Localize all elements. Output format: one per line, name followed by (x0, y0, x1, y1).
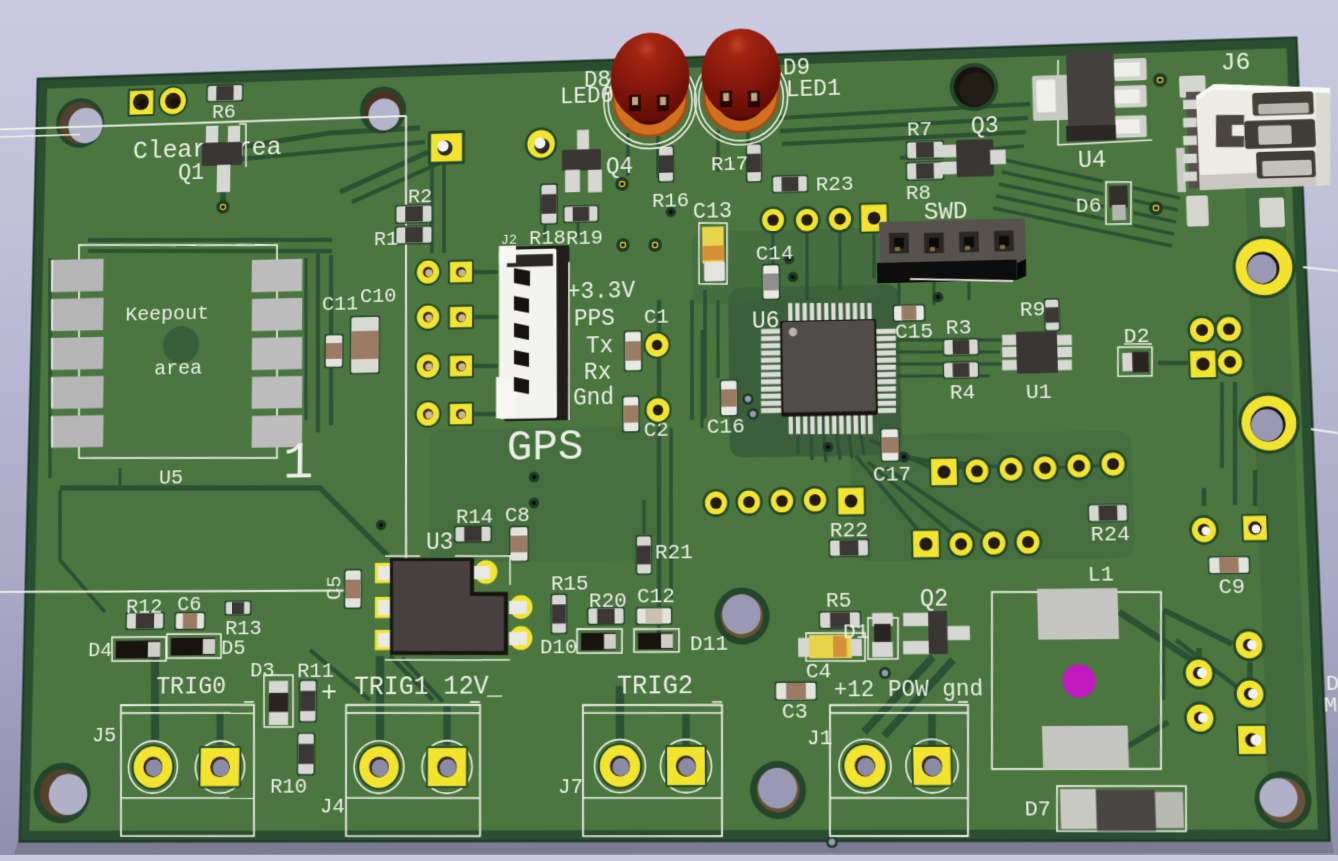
svg-text:R1: R1 (374, 227, 398, 251)
svg-text:C17: C17 (873, 463, 912, 488)
svg-text:C8: C8 (505, 503, 530, 527)
svg-text:Q4: Q4 (606, 154, 633, 180)
svg-text:C12: C12 (637, 585, 675, 610)
svg-text:TRIG2: TRIG2 (617, 672, 693, 703)
svg-text:L1: L1 (1087, 563, 1114, 588)
svg-text:1: 1 (283, 434, 314, 495)
svg-text:R11: R11 (297, 659, 334, 684)
svg-text:C6: C6 (177, 592, 202, 616)
svg-text:+12 POW gnd: +12 POW gnd (834, 677, 984, 704)
svg-text:C2: C2 (644, 418, 669, 442)
svg-text:C16: C16 (707, 415, 745, 440)
svg-text:area: area (154, 356, 203, 380)
svg-text:R22: R22 (830, 519, 869, 544)
svg-text:D2: D2 (1123, 325, 1150, 350)
svg-text:C3: C3 (782, 700, 808, 725)
svg-text:U5: U5 (159, 467, 183, 491)
svg-text:D3: D3 (250, 659, 275, 683)
svg-text:Rx: Rx (584, 360, 611, 386)
svg-text:R6: R6 (212, 101, 236, 125)
svg-text:J4: J4 (320, 794, 345, 819)
svg-text:C14: C14 (756, 242, 794, 267)
svg-text:J6: J6 (1220, 49, 1251, 78)
svg-text:R13: R13 (225, 616, 262, 640)
svg-text:D10: D10 (540, 635, 578, 660)
svg-text:Q1: Q1 (178, 162, 205, 188)
svg-text:R8: R8 (906, 181, 932, 205)
svg-text:C5: C5 (323, 575, 346, 600)
svg-text:M: M (1323, 693, 1337, 718)
svg-text:R9: R9 (1019, 298, 1045, 323)
svg-text:GPS: GPS (507, 424, 583, 474)
svg-text:U1: U1 (1026, 380, 1052, 405)
svg-text:C11: C11 (322, 292, 359, 316)
svg-text:D6: D6 (1075, 194, 1101, 219)
svg-text:D: D (1325, 672, 1338, 697)
svg-text:TRIG0: TRIG0 (156, 673, 227, 702)
svg-text:R16: R16 (652, 189, 689, 213)
svg-text:U6: U6 (752, 309, 780, 336)
svg-text:C10: C10 (360, 284, 397, 308)
svg-text:Gnd: Gnd (573, 386, 614, 413)
svg-text:J2: J2 (501, 232, 517, 248)
svg-text:_: _ (486, 672, 503, 702)
svg-text:Q3: Q3 (971, 114, 1000, 141)
svg-text:R19: R19 (566, 226, 603, 250)
svg-text:R21: R21 (655, 541, 693, 566)
svg-text:U4: U4 (1077, 148, 1106, 175)
svg-text:J7: J7 (558, 775, 583, 800)
svg-text:R2: R2 (408, 186, 432, 210)
svg-text:TRIG1 12V: TRIG1 12V (354, 672, 489, 703)
svg-text:D9: D9 (783, 56, 811, 82)
svg-text:U3: U3 (426, 530, 453, 557)
svg-text:D7: D7 (1025, 798, 1052, 823)
svg-text:C1: C1 (644, 305, 669, 329)
svg-text:Keepout: Keepout (125, 302, 209, 327)
svg-text:R17: R17 (711, 152, 749, 176)
svg-text:R12: R12 (126, 595, 163, 619)
svg-text:R4: R4 (950, 381, 976, 406)
svg-text:J5: J5 (92, 723, 117, 747)
svg-text:R7: R7 (907, 118, 933, 142)
svg-text:R15: R15 (551, 572, 589, 597)
svg-text:C13: C13 (693, 200, 732, 226)
svg-text:R10: R10 (270, 775, 307, 800)
svg-text:R24: R24 (1090, 523, 1130, 548)
svg-text:C9: C9 (1218, 575, 1245, 600)
svg-text:Tx: Tx (586, 334, 613, 360)
svg-text:R20: R20 (589, 589, 627, 614)
svg-text:Q2: Q2 (920, 587, 949, 614)
svg-text:LED1: LED1 (786, 76, 841, 103)
svg-text:R23: R23 (816, 173, 854, 198)
svg-text:R3: R3 (946, 316, 972, 341)
svg-text:+3.3V: +3.3V (567, 279, 635, 306)
svg-text:R14: R14 (456, 505, 493, 530)
svg-text:PPS: PPS (574, 307, 615, 334)
svg-text:J1: J1 (807, 726, 833, 751)
svg-text:D11: D11 (690, 632, 728, 657)
svg-text:C15: C15 (895, 320, 934, 345)
svg-text:D1: D1 (843, 620, 869, 645)
svg-text:+: + (321, 678, 337, 710)
svg-text:C4: C4 (806, 660, 832, 685)
svg-text:D5: D5 (221, 636, 246, 660)
svg-text:D4: D4 (88, 638, 113, 662)
svg-text:R5: R5 (826, 589, 852, 614)
